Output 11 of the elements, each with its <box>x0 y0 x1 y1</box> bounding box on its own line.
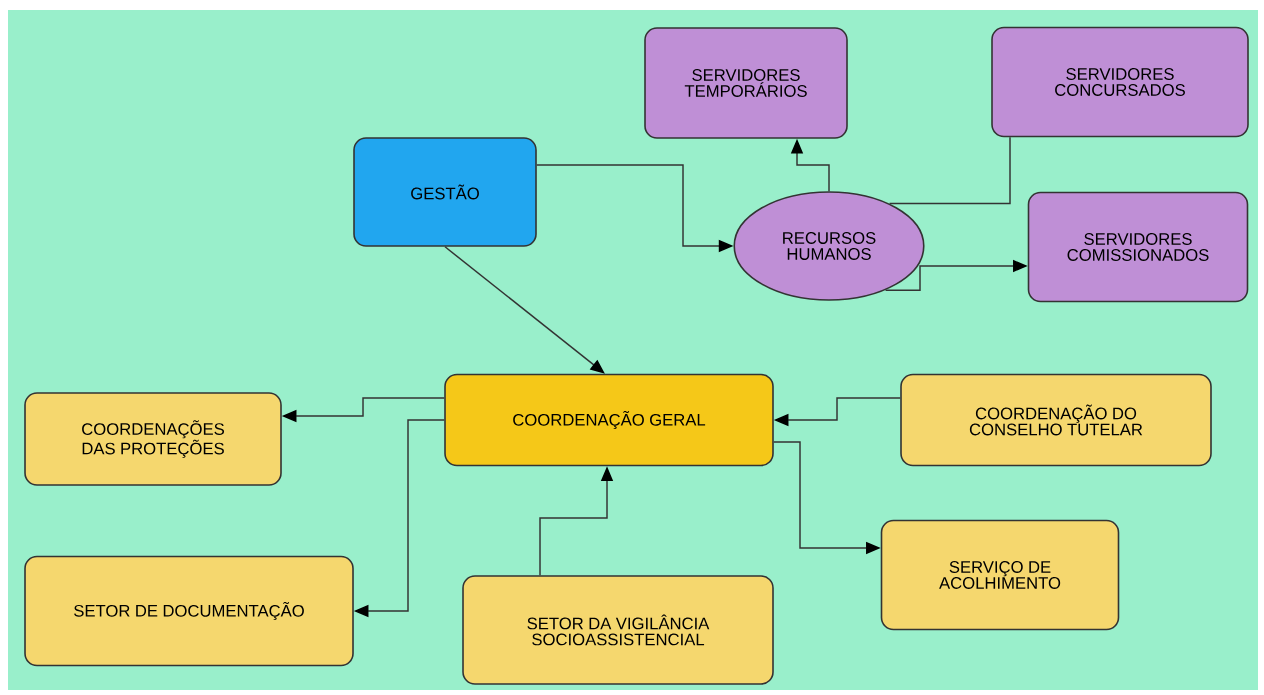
process-box: SETOR DE DOCUMENTAÇÃO <box>24 555 354 667</box>
process-box: SERVIDORES CONCURSADOS <box>991 26 1249 138</box>
process-box: SERVIDORES TEMPORÁRIOS <box>644 27 848 139</box>
process-box: COORDENAÇÃO DO CONSELHO TUTELAR <box>900 373 1212 467</box>
process-box: SETOR DA VIGILÂNCIA SOCIOASSISTENCIAL <box>462 575 774 685</box>
arrow <box>444 246 605 374</box>
process-box: SERVIDORES COMISSIONADOS <box>1027 191 1249 303</box>
process-box: COORDENAÇÃO GERAL <box>444 373 774 467</box>
process-box: GESTÃO <box>353 137 537 247</box>
process-box: SERVIÇO DE ACOLHIMENTO <box>880 519 1120 631</box>
process-box: COORDENAÇÕES DAS PROTEÇÕES <box>24 392 282 486</box>
